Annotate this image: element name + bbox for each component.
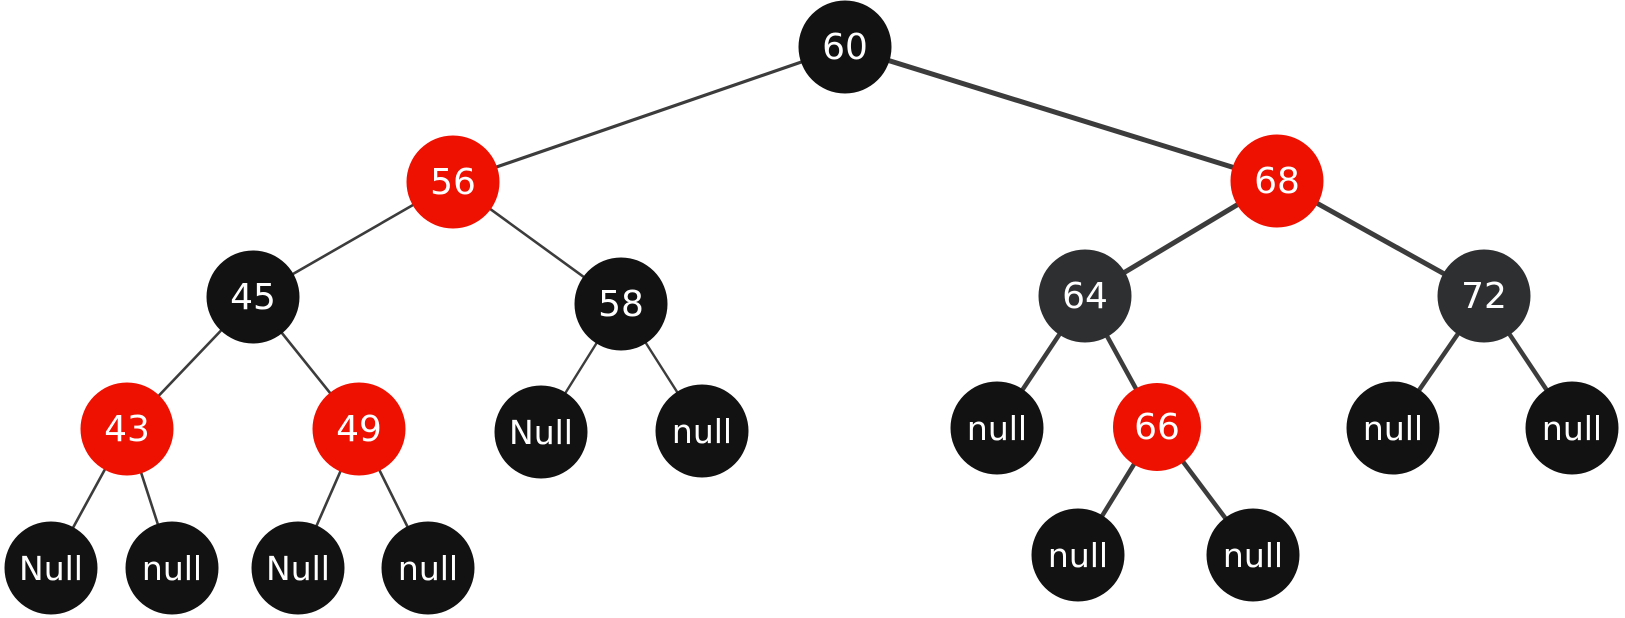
tree-node-label: null [1363,409,1423,448]
tree-node-circle [1230,134,1324,228]
tree-node-circle [125,521,219,615]
tree-null-leaf: null [381,521,475,615]
tree-node-label: Null [266,549,330,588]
tree-null-leaf: Null [4,521,98,615]
tree-node-circle [1113,383,1201,471]
tree-node-label: null [1048,536,1108,575]
tree-node-circle [251,521,345,615]
tree-node-label: null [398,549,458,588]
tree-node-circle [206,250,300,344]
tree-node-circle [312,382,406,476]
tree-node-circle [1031,508,1125,602]
tree-node-label: 56 [430,162,476,203]
tree-node-label: 58 [598,284,644,325]
tree-node-label: 45 [230,277,276,318]
tree-node-circle [406,135,500,229]
tree-edge-60-56 [452,45,846,184]
tree-node-label: Null [19,549,83,588]
tree-node-label: null [142,549,202,588]
tree-node-label: 66 [1134,407,1180,448]
tree-node-label: null [1223,536,1283,575]
tree-node-circle [494,385,588,479]
tree-null-leaf: null [655,384,749,478]
tree-node-label: null [1542,409,1602,448]
tree-node-72: 72 [1437,249,1531,343]
tree-edge-60-68 [844,44,1278,184]
tree-null-leaf: null [950,381,1044,475]
tree-node-49: 49 [312,382,406,476]
tree-node-circle [574,257,668,351]
tree-node-circle [1346,381,1440,475]
tree-node-circle [1038,249,1132,343]
tree-node-circle [1437,249,1531,343]
tree-node-label: Null [509,413,573,452]
tree-node-64: 64 [1038,249,1132,343]
tree-node-label: 72 [1461,276,1507,317]
tree-node-circle [381,521,475,615]
tree-node-label: null [967,409,1027,448]
tree-node-60: 60 [798,0,892,94]
tree-node-circle [798,0,892,94]
tree-node-56: 56 [406,135,500,229]
tree-node-circle [655,384,749,478]
tree-null-leaf: null [1206,508,1300,602]
tree-node-circle [4,521,98,615]
tree-node-58: 58 [574,257,668,351]
tree-node-43: 43 [80,382,174,476]
tree-node-circle [1525,381,1619,475]
tree-null-leaf: null [1031,508,1125,602]
tree-null-leaf: null [1346,381,1440,475]
tree-node-circle [1206,508,1300,602]
tree-node-label: 43 [104,409,150,450]
tree-node-label: null [672,412,732,451]
tree-node-68: 68 [1230,134,1324,228]
tree-node-label: 64 [1062,276,1108,317]
tree-null-leaf: null [1525,381,1619,475]
tree-null-leaf: Null [251,521,345,615]
tree-node-label: 68 [1254,161,1300,202]
tree-node-label: 49 [336,409,382,450]
tree-node-45: 45 [206,250,300,344]
tree-node-circle [80,382,174,476]
tree-node-66: 66 [1113,383,1201,471]
tree-node-label: 60 [822,27,868,68]
tree-node-circle [950,381,1044,475]
tree-null-leaf: null [125,521,219,615]
tree-null-leaf: Null [494,385,588,479]
